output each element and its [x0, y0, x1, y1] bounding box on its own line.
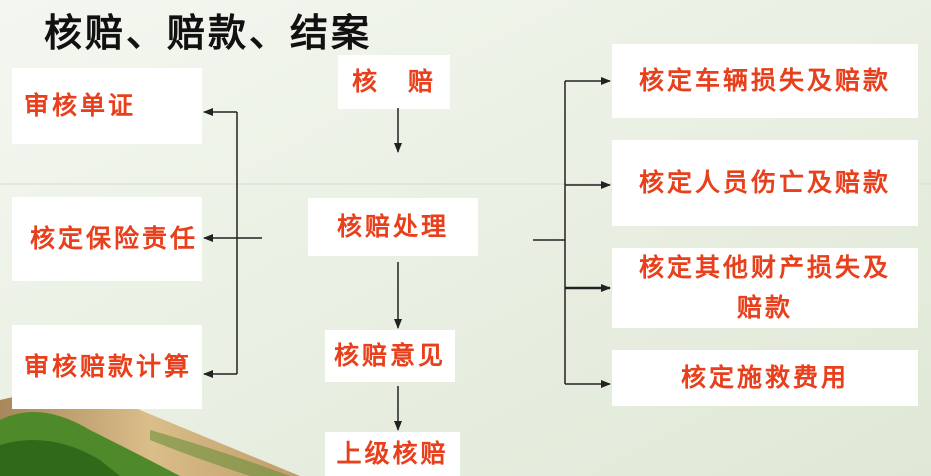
claim-review-top-label: 核 赔 — [351, 67, 436, 96]
other-property-loss-label: 核定其他财产损失及赔款 — [638, 253, 891, 322]
other-property-loss-box: 核定其他财产损失及赔款 — [612, 248, 918, 328]
rescue-cost-box: 核定施救费用 — [612, 350, 918, 406]
slide-title: 核赔、赔款、结案 — [44, 10, 373, 55]
claim-opinion-label: 核赔意见 — [333, 341, 446, 370]
review-claim-calc-box: 审核赔款计算 — [12, 325, 202, 409]
claim-processing-label: 核赔处理 — [336, 212, 449, 241]
superior-review-box: 上级核赔 — [325, 432, 460, 476]
claim-review-top-box: 核 赔 — [338, 55, 450, 109]
confirm-liability-label: 核定保险责任 — [30, 224, 199, 253]
claim-opinion-box: 核赔意见 — [325, 330, 455, 382]
review-documents-label: 审核单证 — [24, 91, 137, 120]
review-documents-box: 审核单证 — [12, 68, 202, 144]
superior-review-label: 上级核赔 — [336, 439, 449, 468]
personnel-injury-box: 核定人员伤亡及赔款 — [612, 140, 918, 226]
personnel-injury-label: 核定人员伤亡及赔款 — [638, 168, 891, 197]
rescue-cost-label: 核定施救费用 — [680, 363, 849, 392]
review-claim-calc-label: 审核赔款计算 — [24, 352, 193, 381]
confirm-liability-box: 核定保险责任 — [12, 197, 202, 281]
vehicle-loss-label: 核定车辆损失及赔款 — [638, 66, 891, 95]
claim-processing-box: 核赔处理 — [308, 198, 478, 256]
vehicle-loss-box: 核定车辆损失及赔款 — [612, 44, 918, 118]
